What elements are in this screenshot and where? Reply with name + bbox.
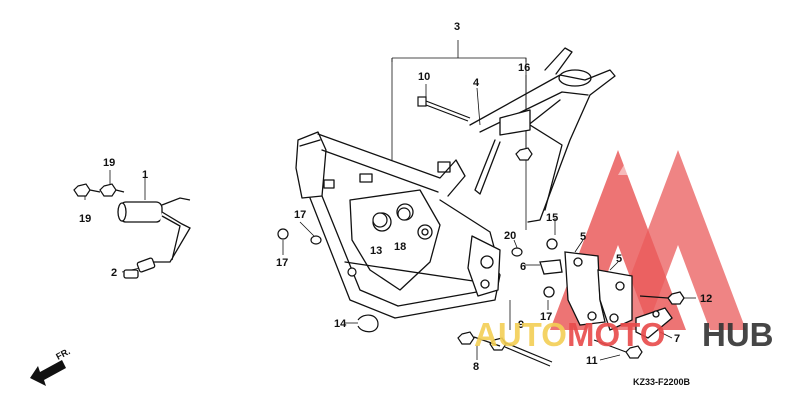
bolts-19 [73, 183, 125, 197]
watermark-auto: AUTO [474, 316, 567, 353]
callout-17c: 17 [540, 311, 552, 323]
callout-4: 4 [473, 77, 480, 89]
callout-5b: 5 [616, 253, 622, 265]
hardware-small [277, 207, 523, 333]
front-label: FR. [54, 346, 71, 362]
callout-5a: 5 [580, 231, 586, 243]
nut-16 [515, 147, 533, 161]
callout-20: 20 [504, 230, 516, 242]
callout-13: 13 [370, 245, 382, 257]
callout-10: 10 [418, 71, 430, 83]
callout-1: 1 [142, 169, 148, 181]
frame-body [295, 47, 616, 319]
callout-labels: 1 2 3 4 5 5 6 7 8 9 10 11 12 13 14 15 16… [79, 21, 712, 373]
callout-17a: 17 [294, 209, 306, 221]
figure-code: KZ33-F2200B [633, 377, 691, 387]
callout-9: 9 [518, 319, 524, 331]
callout-19a: 19 [103, 157, 115, 169]
front-arrow-icon [30, 360, 66, 386]
callout-15: 15 [546, 212, 558, 224]
callout-3: 3 [454, 21, 460, 33]
bolt-10 [417, 96, 471, 122]
callout-8: 8 [473, 361, 479, 373]
watermark-wordmark: AUTO MOTO HUB [474, 316, 774, 353]
callout-12: 12 [700, 293, 712, 305]
watermark-hub: HUB [702, 316, 774, 353]
callout-16: 16 [518, 62, 530, 74]
long-bolts [457, 331, 643, 367]
callout-18: 18 [394, 241, 406, 253]
watermark-moto: MOTO [567, 316, 665, 353]
callout-17b: 17 [276, 257, 288, 269]
callout-19b: 19 [79, 213, 91, 225]
engine-hanger-plates [539, 238, 685, 339]
callout-14: 14 [334, 318, 347, 330]
ignition-coil [117, 197, 191, 279]
callout-2: 2 [111, 267, 117, 279]
callout-11: 11 [586, 355, 598, 367]
callout-6: 6 [520, 261, 526, 273]
callout-7: 7 [674, 333, 680, 345]
